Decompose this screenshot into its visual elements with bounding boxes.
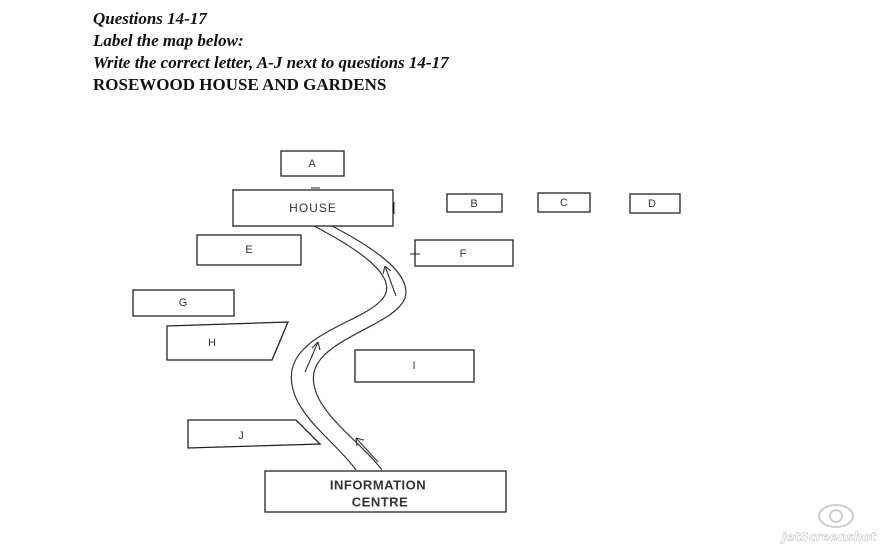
svg-text:A: A xyxy=(308,158,316,170)
camera-aperture-icon xyxy=(818,504,854,528)
instructions: Questions 14-17 Label the map below: Wri… xyxy=(93,8,449,96)
information-centre-label-line1: INFORMATION xyxy=(330,477,426,492)
location-j: J xyxy=(187,419,322,449)
information-centre: INFORMATION CENTRE xyxy=(264,470,507,513)
svg-text:C: C xyxy=(560,197,568,209)
svg-text:B: B xyxy=(470,198,477,210)
location-i: I xyxy=(354,349,475,383)
arrow-lower xyxy=(355,437,379,463)
house-label: HOUSE xyxy=(289,201,337,215)
house-building: HOUSE xyxy=(232,187,395,227)
location-g: G xyxy=(132,289,235,317)
svg-text:J: J xyxy=(238,430,244,442)
task-instruction: Label the map below: xyxy=(93,31,244,50)
watermark-text: jetScreenshot xyxy=(782,530,877,545)
location-c: C xyxy=(537,192,591,213)
svg-text:D: D xyxy=(648,198,656,210)
location-e: E xyxy=(196,234,302,266)
arrow-upper xyxy=(382,265,397,297)
svg-text:E: E xyxy=(245,244,252,256)
location-d: D xyxy=(629,193,681,214)
svg-text:H: H xyxy=(208,337,216,349)
watermark: jetScreenshot xyxy=(780,502,890,544)
map-title: ROSEWOOD HOUSE AND GARDENS xyxy=(93,75,387,94)
answer-instruction: Write the correct letter, A-J next to qu… xyxy=(93,53,449,72)
arrow-middle xyxy=(304,341,321,373)
question-range: Questions 14-17 xyxy=(93,9,207,28)
svg-text:I: I xyxy=(412,360,415,372)
information-centre-label-line2: CENTRE xyxy=(352,494,408,509)
svg-text:F: F xyxy=(460,248,467,260)
location-b: B xyxy=(446,193,503,213)
path-right-edge xyxy=(312,225,407,471)
location-h: H xyxy=(166,321,289,361)
location-f: F xyxy=(410,239,514,267)
location-a: A xyxy=(280,150,345,177)
svg-text:G: G xyxy=(179,297,188,309)
path-left-edge xyxy=(290,225,388,471)
